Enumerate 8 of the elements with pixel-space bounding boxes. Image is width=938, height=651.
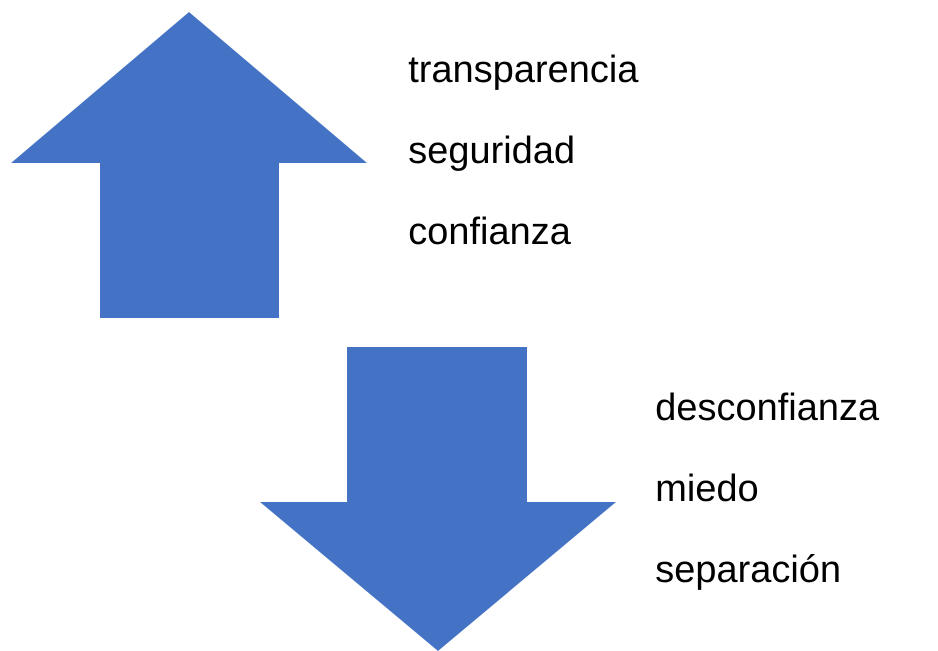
beside-text: desconfianza (656, 392, 880, 420)
beside-text: separación (656, 554, 839, 590)
down-arrow (260, 347, 616, 651)
beside-text: miedo (658, 473, 758, 502)
beside-text: transparencia (408, 54, 638, 90)
beside-text: seguridad (409, 135, 573, 171)
beside-text: confianza (410, 216, 571, 244)
up-arrow (11, 12, 367, 318)
